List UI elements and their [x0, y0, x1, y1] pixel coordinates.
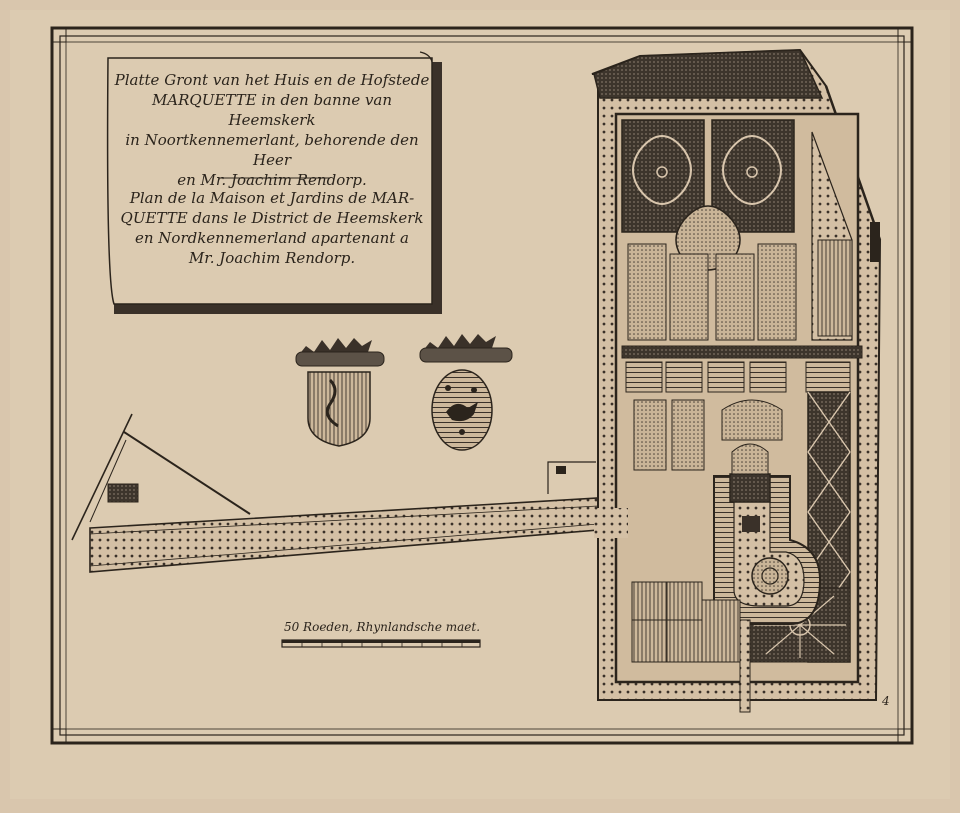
scale-label: 50 Roeden, Rhynlandsche maet. [283, 620, 481, 634]
coat-of-arms-right [419, 334, 513, 451]
plate-number: 4 [882, 694, 890, 708]
title-french-line-3: en Nordkennemerland apartenant a [134, 229, 409, 247]
title-dutch-line-2: MARQUETTE in den banne van Heemskerk [151, 91, 393, 129]
garden-plan [591, 48, 882, 713]
title-dutch: Platte Gront van het Huis en de Hofstede… [112, 70, 432, 190]
coat-of-arms-left [295, 338, 385, 447]
title-french-line-1: Plan de la Maison et Jardins de MAR- [129, 189, 415, 207]
entrance-avenue [71, 413, 599, 573]
title-french-line-2: QUETTE dans le District de Heemskerk [120, 209, 424, 227]
title-dutch-line-3: in Noortkennemerlant, behorende den Heer [125, 131, 419, 169]
title-dutch-line-1: Platte Gront van het Huis en de Hofstede [114, 71, 430, 89]
scale-bar [281, 639, 481, 648]
border-frame [50, 26, 914, 745]
title-dutch-line-4: en Mr. Joachim Rendorp. [177, 171, 367, 189]
title-french-line-4: Mr. Joachim Rendorp. [188, 249, 356, 267]
title-french: Plan de la Maison et Jardins de MAR- QUE… [112, 188, 432, 268]
title-cartouche [106, 51, 442, 314]
